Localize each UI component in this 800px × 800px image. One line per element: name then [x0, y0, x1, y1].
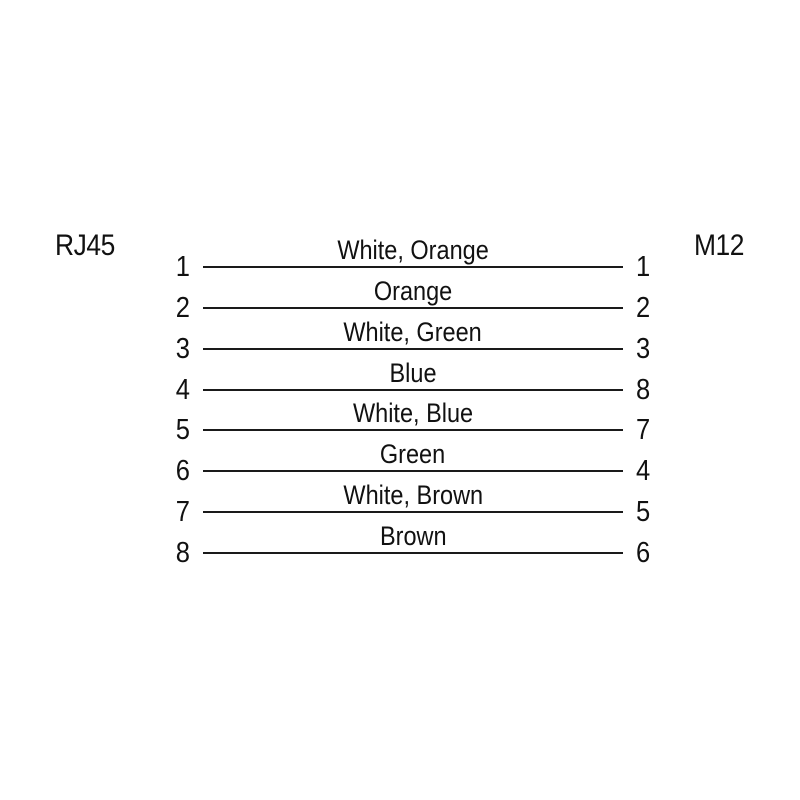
left-pin-number: 6 [175, 455, 190, 488]
wire-color-label-text: White, Orange [337, 235, 489, 265]
wire-color-label: White, Orange [203, 235, 623, 265]
wire-color-label-text: Brown [379, 521, 447, 552]
right-pin-number: 5 [636, 496, 651, 529]
left-pin-number: 5 [175, 414, 190, 447]
wire-color-label: White, Green [203, 317, 623, 347]
wire-color-label-text: Orange [373, 275, 453, 306]
left-pin-number: 3 [175, 332, 190, 365]
right-pin-number: 3 [636, 332, 651, 365]
left-pin-number: 2 [175, 291, 190, 324]
wire-color-label: White, Blue [203, 398, 623, 428]
wire-color-label: Blue [203, 358, 623, 388]
wire-line [203, 552, 623, 555]
right-pin-number: 4 [636, 455, 651, 488]
wire-line [203, 306, 623, 309]
wire-line [203, 470, 623, 473]
right-pin-number: 7 [636, 414, 651, 447]
wire-line [203, 429, 623, 432]
wire-color-label-text: White, Blue [352, 398, 474, 429]
left-pin-number: 4 [175, 373, 190, 406]
wire-color-label: White, Brown [203, 480, 623, 510]
wire-line [203, 511, 623, 514]
wire-line [203, 347, 623, 350]
right-connector-title: M12 [694, 229, 745, 262]
left-pin-number: 8 [175, 537, 190, 570]
right-pin-number: 8 [636, 373, 651, 406]
right-pin-number: 2 [636, 291, 651, 324]
wire-line [203, 388, 623, 391]
wire-color-label: Brown [203, 521, 623, 551]
wire-color-label: Green [203, 439, 623, 469]
wire-line [203, 266, 623, 268]
right-pin-number: 6 [636, 537, 651, 570]
wire-color-label-text: Green [380, 439, 446, 470]
wire-color-label-text: White, Green [343, 316, 483, 347]
wire-color-label-text: White, Brown [343, 480, 483, 511]
left-pin-number: 7 [175, 496, 190, 529]
wire-color-label-text: Blue [389, 357, 437, 388]
left-pin-number: 1 [175, 251, 190, 283]
right-pin-number: 1 [636, 251, 651, 283]
left-connector-title: RJ45 [55, 229, 115, 262]
wire-color-label: Orange [203, 276, 623, 306]
